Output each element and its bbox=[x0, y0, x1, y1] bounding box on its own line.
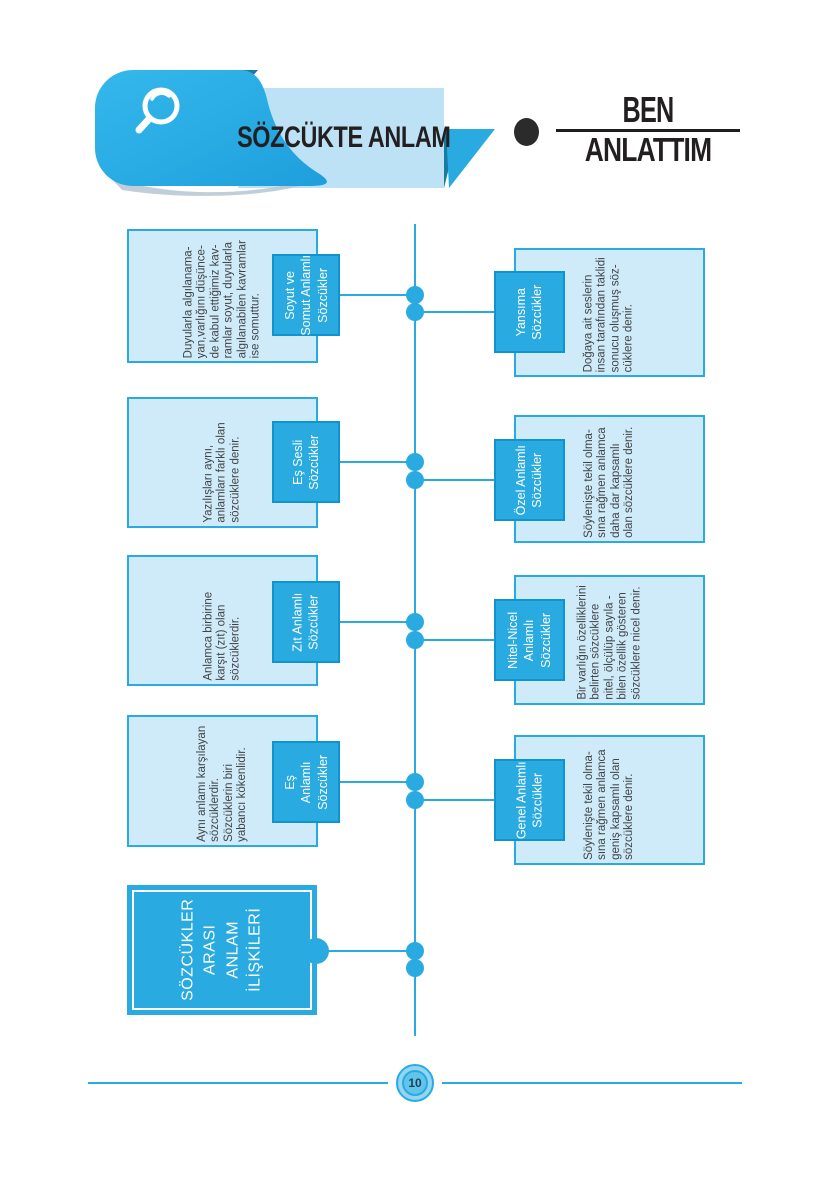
ribbon-tail bbox=[446, 129, 495, 188]
term-label: Eş Sesli Sözcükler bbox=[290, 434, 321, 490]
term-box: Eş Anlamlı Sözcükler bbox=[272, 741, 340, 823]
term-label: Genel Anlamlı Sözcükler bbox=[514, 761, 545, 839]
bullet-dot-icon bbox=[514, 118, 539, 146]
junction-dot bbox=[406, 303, 424, 321]
term-box: Yansıma Sözcükler bbox=[494, 271, 565, 353]
connector-line bbox=[316, 950, 415, 952]
junction-dot bbox=[406, 631, 424, 649]
definition-text: Anlamca birbirine karşıt (zıt) olan sözc… bbox=[202, 592, 242, 681]
page-title: SÖZCÜKTE ANLAM bbox=[237, 88, 451, 188]
page-number: 10 bbox=[402, 1070, 428, 1096]
term-box: Zıt Anlamlı Sözcükler bbox=[272, 581, 340, 663]
page-title-text: SÖZCÜKTE ANLAM bbox=[237, 121, 451, 154]
connector-line bbox=[316, 461, 415, 463]
definition-text: Doğaya ait seslerin insan tarafından tak… bbox=[582, 256, 635, 372]
junction-dot bbox=[406, 613, 424, 631]
junction-dot bbox=[406, 286, 424, 304]
magnifier-icon bbox=[135, 87, 180, 134]
term-box: Genel Anlamlı Sözcükler bbox=[494, 759, 565, 841]
junction-dot bbox=[406, 773, 424, 791]
brand-logo-rule bbox=[556, 129, 740, 132]
connector-line bbox=[415, 479, 496, 481]
definition-text: Bir varlığın özelliklerini belirten sözc… bbox=[575, 585, 642, 700]
definition-text: Duyularla algılanama- yan,varlığını düşü… bbox=[182, 239, 262, 358]
connector-line bbox=[316, 294, 415, 296]
term-label: Nitel-Nicel Anlamlı Sözcükler bbox=[506, 611, 553, 669]
definition-text: Aynı anlamı karşılayan sözcüklerdir. Söz… bbox=[195, 725, 248, 842]
definition-text: Söylenişte tekil olma- sına rağmen anlam… bbox=[582, 426, 635, 538]
definition-text: Söylenişte tekil olma- sına rağmen anlam… bbox=[582, 749, 635, 860]
connector-line bbox=[316, 781, 415, 783]
header-ribbon bbox=[95, 70, 495, 196]
connector-line bbox=[415, 639, 496, 641]
definition-text: Yazılışları aynı, anlamları farklı olan … bbox=[202, 422, 242, 523]
junction-dot bbox=[406, 942, 424, 960]
page-number-badge: 10 bbox=[396, 1064, 434, 1102]
connector-line bbox=[316, 621, 415, 623]
brand-logo-bottom: ANLATTIM bbox=[584, 131, 712, 168]
term-label: Zıt Anlamlı Sözcükler bbox=[290, 592, 321, 652]
term-label: Yansıma Sözcükler bbox=[514, 284, 545, 340]
term-label: Özel Anlamlı Sözcükler bbox=[514, 444, 545, 516]
footer-rule-left bbox=[88, 1082, 388, 1084]
blob-shadow bbox=[105, 172, 322, 196]
junction-dot bbox=[406, 471, 424, 489]
connector-line bbox=[415, 311, 496, 313]
root-connector-dot bbox=[303, 938, 329, 964]
connector-line bbox=[415, 799, 496, 801]
brand-logo-top: BEN bbox=[622, 89, 674, 130]
footer-rule-right bbox=[442, 1082, 742, 1084]
term-box: Nitel-Nicel Anlamlı Sözcükler bbox=[494, 599, 565, 681]
root-topic-box: SÖZCÜKLER ARASI ANLAM İLİŞKİLERİ bbox=[127, 885, 317, 1015]
junction-dot bbox=[406, 959, 424, 977]
junction-dot bbox=[406, 453, 424, 471]
brand-logo: BEN ANLATTIM bbox=[556, 92, 740, 166]
junction-dot bbox=[406, 791, 424, 809]
term-box: Soyut ve Somut Anlamlı Sözcükler bbox=[272, 254, 340, 336]
term-box: Eş Sesli Sözcükler bbox=[272, 421, 340, 503]
root-topic-label: SÖZCÜKLER ARASI ANLAM İLİŞKİLERİ bbox=[179, 898, 264, 1002]
term-label: Soyut ve Somut Anlamlı Sözcükler bbox=[282, 254, 330, 336]
term-label: Eş Anlamlı Sözcükler bbox=[282, 754, 330, 810]
term-box: Özel Anlamlı Sözcükler bbox=[494, 439, 565, 521]
